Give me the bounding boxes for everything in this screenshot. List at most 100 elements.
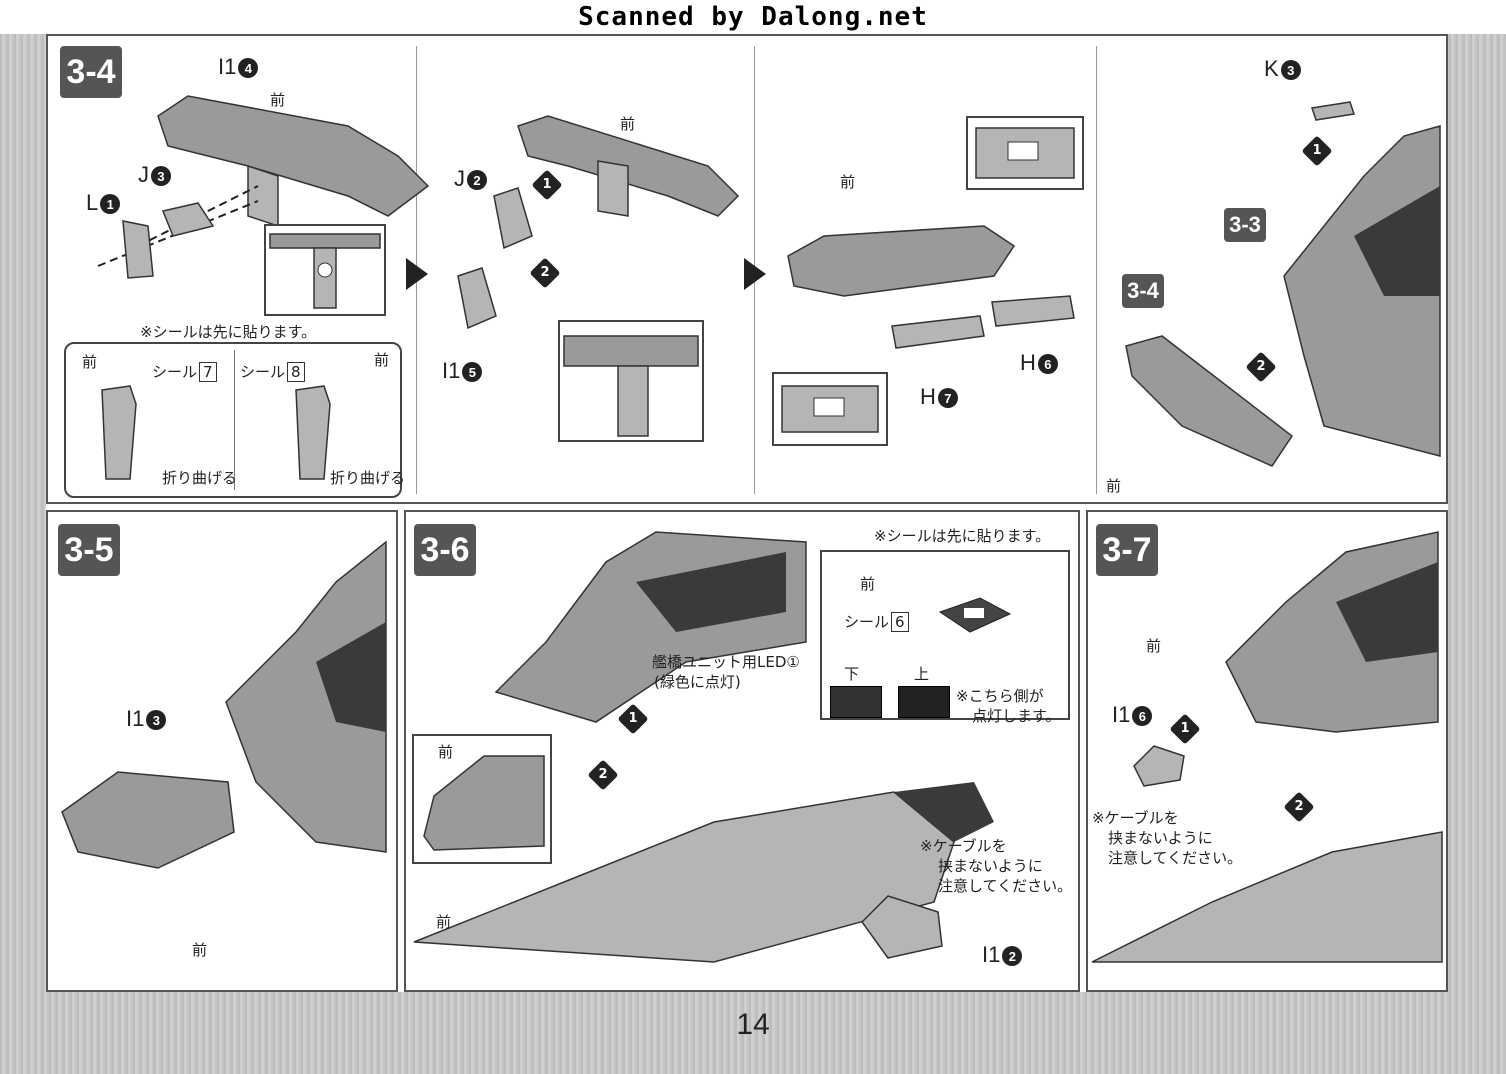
front-label: 前 <box>436 913 452 931</box>
page-number: 14 <box>736 1008 770 1041</box>
detail-inset: 前 <box>412 734 552 864</box>
bridge-frame-illustration <box>787 225 1016 297</box>
detail-illustration <box>269 233 381 309</box>
fold-label: 折り曲げる <box>162 469 238 487</box>
led-label-2: (緑色に点灯) <box>654 673 741 691</box>
part-i1-6-illustration <box>1133 745 1185 787</box>
divider <box>1096 46 1097 494</box>
ship-body-illustration <box>413 782 994 963</box>
led-top-view <box>898 686 950 718</box>
seal-7-illustration <box>101 385 137 480</box>
cable-note-2: 挟まないように <box>1108 829 1213 847</box>
detail-inset <box>558 320 704 442</box>
order-marker: 2 <box>529 257 561 289</box>
step-badge-3-7: 3-7 <box>1096 524 1158 576</box>
seal-first-note: ※シールは先に貼ります。 <box>874 527 1051 545</box>
part-i1-5-illustration <box>457 267 497 330</box>
ship-hull-illustration <box>225 540 387 853</box>
led-label-1: 艦橋ユニット用LED① <box>652 653 800 671</box>
front-label: 前 <box>1146 637 1162 655</box>
ref-badge-3-4: 3-4 <box>1122 274 1164 308</box>
led-bottom-view <box>830 686 882 718</box>
ship-bow-illustration <box>1225 531 1439 733</box>
ship-body-illustration <box>1091 831 1443 963</box>
bridge-part-illustration <box>517 115 740 217</box>
cable-note-1: ※ケーブルを <box>920 837 1007 855</box>
lit-side-note-1: ※こちら側が <box>956 687 1044 705</box>
scan-credit: Scanned by Dalong.net <box>0 0 1506 34</box>
front-label: 前 <box>620 115 636 133</box>
cable-note-1: ※ケーブルを <box>1092 809 1179 827</box>
ship-bow-illustration <box>494 531 807 723</box>
next-arrow-icon <box>744 258 766 290</box>
front-label: 前 <box>438 743 454 761</box>
bridge-unit-illustration <box>61 771 235 869</box>
order-marker: 1 <box>617 703 649 735</box>
next-arrow-icon <box>406 258 428 290</box>
ship-hull-illustration <box>1283 125 1441 457</box>
part-j2-illustration <box>493 187 533 250</box>
up-label: 上 <box>914 665 930 683</box>
front-label: 前 <box>1106 477 1122 495</box>
cable-note-3: 注意してください。 <box>1108 849 1243 867</box>
seal-h6-part <box>991 295 1075 327</box>
cable-note-2: 挟まないように <box>938 857 1043 875</box>
step-badge-3-6: 3-6 <box>414 524 476 576</box>
divider <box>234 350 235 490</box>
detail-illustration <box>423 755 545 851</box>
detail-illustration <box>563 335 699 437</box>
step-badge-3-4: 3-4 <box>60 46 122 98</box>
front-label: 前 <box>840 173 856 191</box>
order-marker: 1 <box>1169 713 1201 745</box>
part-j3-illustration <box>161 202 215 237</box>
cable-note-3: 注意してください。 <box>938 877 1073 895</box>
fold-label: 折り曲げる <box>330 469 406 487</box>
ref-badge-3-3: 3-3 <box>1224 208 1266 242</box>
seal-h6-illustration <box>975 127 1075 179</box>
detail-inset <box>264 224 386 316</box>
seal-h7-part <box>891 315 985 349</box>
front-label: 前 <box>82 353 98 371</box>
order-marker: 1 <box>531 169 563 201</box>
lit-side-note-2: 点灯します。 <box>972 707 1061 725</box>
seal-8-illustration <box>295 385 331 480</box>
front-label: 前 <box>374 351 390 369</box>
seal-h6-inset <box>966 116 1084 190</box>
seal-h7-inset <box>772 372 888 446</box>
led-illustration <box>938 597 1012 633</box>
bridge-part-illustration <box>97 95 430 267</box>
part-i1-2-illustration <box>861 895 943 959</box>
seal-first-note: ※シールは先に貼ります。 <box>140 323 317 341</box>
front-label: 前 <box>192 941 208 959</box>
bridge-assembly-illustration <box>1125 335 1294 467</box>
step-badge-3-5: 3-5 <box>58 524 120 576</box>
front-label: 前 <box>860 575 876 593</box>
part-k3-illustration <box>1311 101 1355 121</box>
down-label: 下 <box>844 665 860 683</box>
part-l1-illustration <box>122 220 154 279</box>
order-marker: 2 <box>1245 351 1277 383</box>
front-label: 前 <box>270 91 286 109</box>
seal-h7-illustration <box>781 385 879 433</box>
